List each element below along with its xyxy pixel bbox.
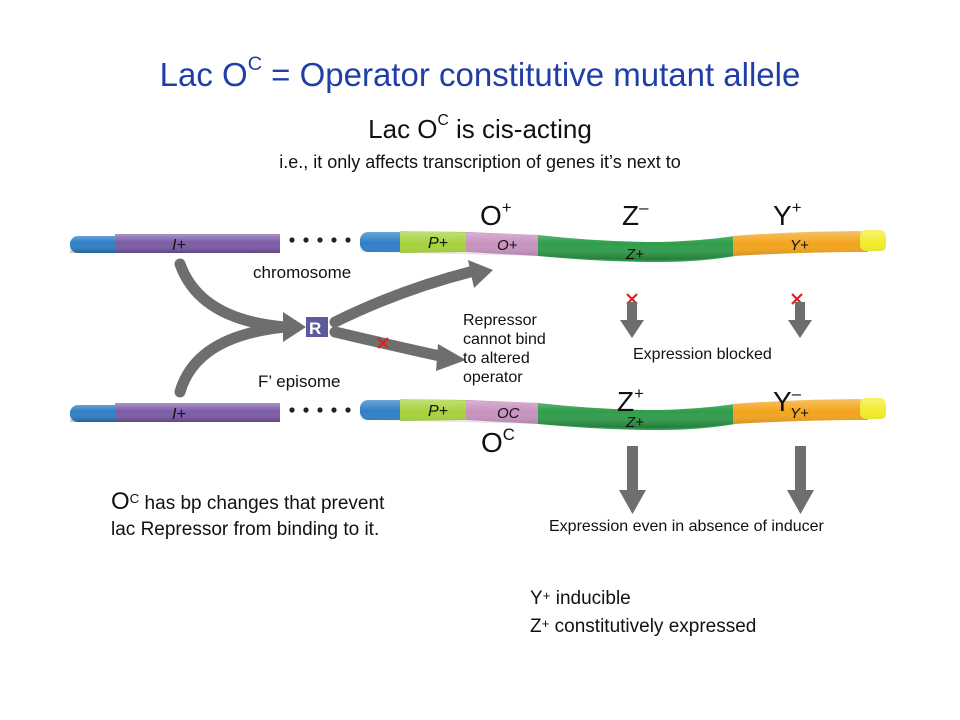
- episome-p-label: P+: [428, 403, 448, 420]
- repressor-arrowhead: [283, 312, 306, 342]
- episome-operon: P+ OC Z+ Y+: [360, 398, 886, 431]
- chromosome-y-label: Y+: [790, 237, 809, 254]
- repressor-label: R: [309, 319, 321, 338]
- repressor-note: Repressor cannot bind to altered operato…: [463, 312, 546, 386]
- chromosome-y-allele: Y+: [773, 198, 802, 231]
- episome-label: F’ episome: [258, 372, 341, 391]
- episome-operator-allele: OC: [481, 425, 515, 458]
- episome-i-label: I+: [172, 406, 186, 423]
- chromosome-operon: P+ O+ Z+ Y+: [360, 230, 886, 263]
- chromosome-dots: [289, 237, 351, 243]
- repressor-binding-arrows: [329, 266, 476, 362]
- chromosome-label: chromosome: [253, 263, 352, 282]
- repressor-binding-arrowhead-top: [468, 260, 493, 288]
- blocked-x-marks: [377, 293, 803, 349]
- episome-expression-arrows: [619, 446, 814, 514]
- phenotype-summary: Y+ inducible Z+ constitutively expressed: [530, 585, 756, 641]
- episome-y-allele: Y–: [773, 384, 802, 417]
- summary-line-y: Y+ inducible: [530, 588, 631, 609]
- episome-y-label: Y+: [790, 405, 809, 422]
- repressor-box: R: [306, 317, 328, 338]
- subtitle: Lac OC is cis-acting: [368, 112, 592, 144]
- episome-z-label: Z+: [625, 414, 644, 431]
- mutant-note: OC has bp changes that prevent lac Repre…: [111, 488, 385, 541]
- chromosome-z-label: Z+: [625, 246, 644, 263]
- chromosome-z-allele: Z–: [622, 198, 649, 231]
- expression-constitutive-label: Expression even in absence of inducer: [549, 518, 824, 535]
- chromosome-p-label: P+: [428, 235, 448, 252]
- episome-o-label: OC: [497, 405, 520, 422]
- page-title: Lac OC = Operator constitutive mutant al…: [159, 53, 801, 93]
- episome-i-segment: I+: [70, 403, 280, 423]
- subtitle-explanation: i.e., it only affects transcription of g…: [279, 152, 681, 172]
- chromosome-o-label: O+: [497, 237, 518, 254]
- chromosome-i-segment: I+: [70, 234, 280, 254]
- episome-z-allele: Z+: [617, 384, 644, 417]
- episome-dots: [289, 407, 351, 413]
- chromosome-expression-arrows: [620, 302, 812, 338]
- repressor-production-arrows: [174, 258, 291, 398]
- chromosome-operator-allele: O+: [480, 198, 512, 231]
- chromosome-i-label: I+: [172, 237, 186, 254]
- summary-line-z: Z+ constitutively expressed: [530, 616, 757, 637]
- expression-blocked-label: Expression blocked: [633, 346, 772, 363]
- repressor-binding-arrowhead-bottom: [436, 344, 466, 371]
